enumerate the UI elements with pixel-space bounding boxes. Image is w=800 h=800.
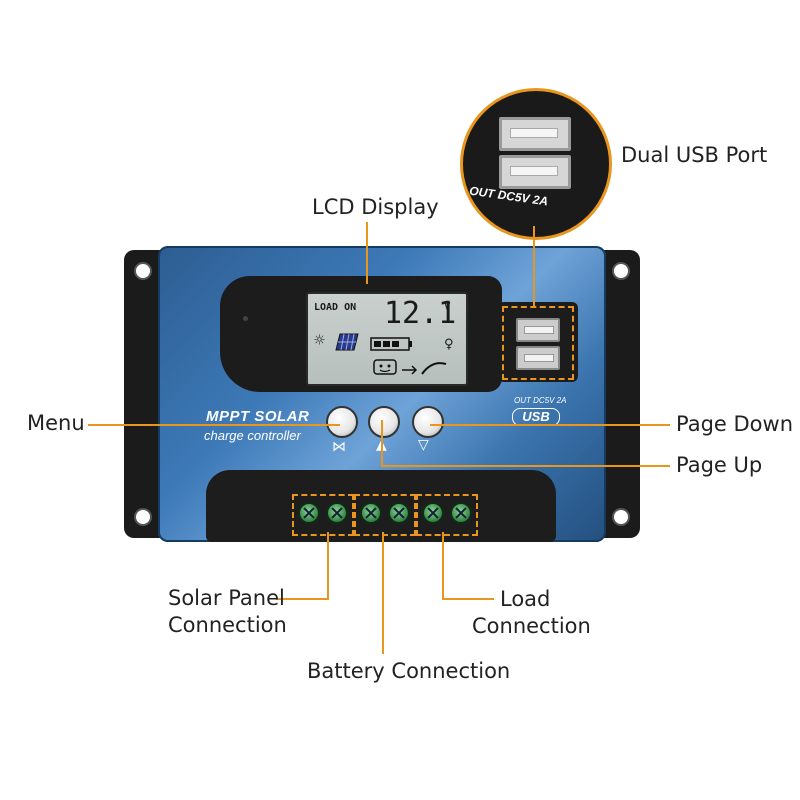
indicator-led (243, 316, 248, 321)
solar-terminal-screw-1[interactable] (298, 502, 320, 524)
mounting-hole-top-right (612, 262, 630, 280)
usb-highlight-box (502, 306, 574, 380)
lcd-status: LOAD ON (314, 302, 357, 313)
label-solar-panel-line2: Connection (168, 613, 287, 637)
zoom-usb-port-upper (499, 117, 571, 151)
label-lcd-display: LCD Display (312, 195, 439, 219)
lcd-screen: LOAD ON 12.1 V ☼ ♀ (306, 292, 468, 386)
label-dual-usb-port: Dual USB Port (621, 143, 768, 167)
load-status-icon (373, 359, 447, 375)
menu-button[interactable] (326, 406, 358, 438)
battery-terminal-box (354, 494, 416, 536)
lcd-leader-line (366, 222, 368, 284)
usb-port-upper[interactable] (516, 318, 560, 342)
solar-leader-vertical (327, 532, 329, 600)
lcd-voltage: 12.1 (384, 296, 457, 331)
battery-terminal-screw-2[interactable] (388, 502, 410, 524)
menu-icon: ⋈ (332, 439, 346, 455)
load-terminal-box (416, 494, 478, 536)
bulb-icon: ♀ (444, 334, 454, 353)
page-up-leader-vertical (381, 420, 383, 466)
page-down-leader-line (430, 424, 670, 426)
brand-subtitle: charge controller (204, 428, 301, 443)
sun-icon: ☼ (314, 330, 325, 351)
label-load-line1: Load (500, 587, 551, 611)
mounting-hole-bottom-left (134, 508, 152, 526)
terminal-block (206, 470, 556, 542)
load-terminal-screw-2[interactable] (450, 502, 472, 524)
lcd-unit: V (444, 300, 451, 313)
brand-title: MPPT SOLAR (206, 408, 310, 425)
zoom-usb-port-lower (499, 155, 571, 189)
label-solar-panel-line1: Solar Panel (168, 586, 285, 610)
usb-leader-line (533, 226, 535, 308)
usb-zoom-inset: OUT DC5V 2A (460, 88, 612, 240)
usb-port-lower[interactable] (516, 346, 560, 370)
label-battery-connection: Battery Connection (307, 659, 511, 683)
label-load-line2: Connection (472, 614, 591, 638)
solar-panel-icon (335, 333, 359, 351)
menu-leader-line (88, 424, 340, 426)
solar-terminal-box (292, 494, 354, 536)
solar-terminal-screw-2[interactable] (326, 502, 348, 524)
label-page-down: Page Down (676, 412, 794, 436)
usb-rating-label: OUT DC5V 2A (514, 396, 567, 405)
mounting-hole-bottom-right (612, 508, 630, 526)
load-terminal-screw-1[interactable] (422, 502, 444, 524)
label-menu: Menu (27, 411, 85, 435)
load-leader-vertical (442, 532, 444, 600)
label-page-up: Page Up (676, 453, 763, 477)
mounting-hole-top-left (134, 262, 152, 280)
page-up-button[interactable] (368, 406, 400, 438)
solar-leader-horizontal (276, 598, 329, 600)
battery-leader-line (382, 532, 384, 654)
battery-icon (370, 337, 412, 351)
battery-terminal-screw-1[interactable] (360, 502, 382, 524)
load-leader-horizontal (442, 598, 494, 600)
down-triangle-icon: ▽ (418, 437, 429, 453)
page-up-leader-horizontal (381, 465, 670, 467)
page-down-button[interactable] (412, 406, 444, 438)
